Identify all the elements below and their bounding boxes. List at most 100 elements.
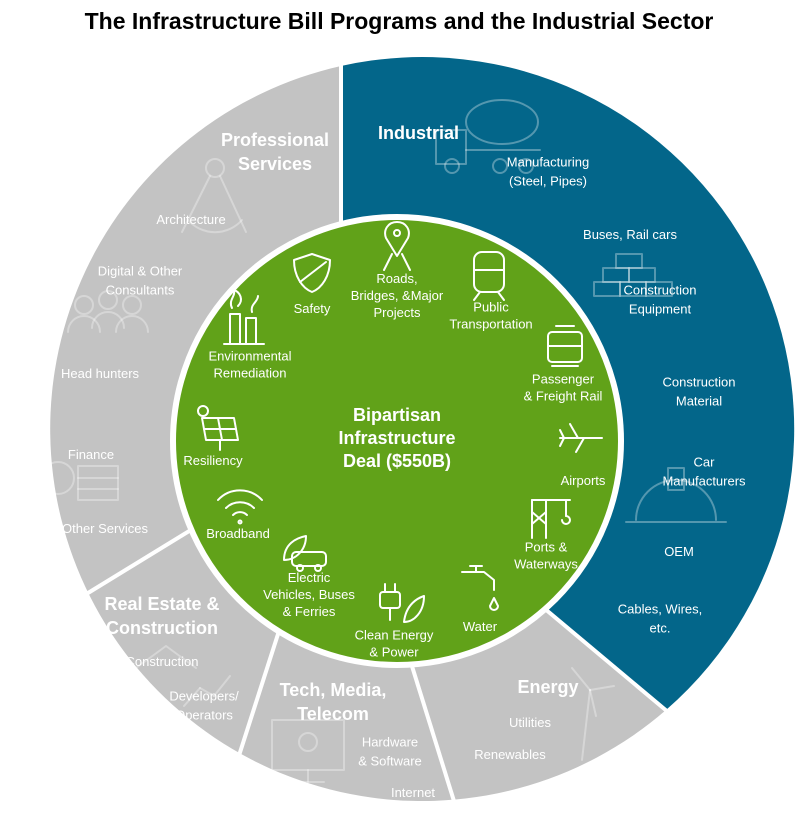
- shield-icon: [293, 253, 331, 293]
- crane-icon: [531, 499, 571, 539]
- people-icon: [67, 290, 149, 333]
- sector-item-industrial-1-line: (Steel, Pipes): [509, 174, 587, 189]
- sector-item-professional-4: Finance: [68, 447, 114, 462]
- sector-item-professional-2-line: Consultants: [106, 283, 175, 298]
- sector-item-real_estate-2: Developers/Operators: [169, 689, 239, 723]
- program-label-electric-car-line: Electric: [288, 570, 331, 585]
- sector-item-industrial-7-line: Cables, Wires,: [618, 602, 703, 617]
- wifi-icon: [217, 489, 263, 525]
- program-label-plug-leaf: Clean Energy & Power: [355, 628, 434, 660]
- sector-item-energy-1-line: Utilities: [509, 715, 551, 730]
- train-icon: [473, 251, 505, 301]
- sector-item-real_estate-2-line: Developers/: [169, 689, 239, 704]
- program-label-factory-line: Environmental: [208, 349, 291, 364]
- sector-item-industrial-1-line: Manufacturing: [507, 155, 589, 170]
- sector-title-real-estate-line: Construction: [106, 618, 218, 638]
- sector-title-tech: Tech, Media,Telecom: [280, 680, 387, 724]
- sector-title-energy: Energy: [517, 677, 578, 697]
- sector-item-industrial-3-line: Equipment: [629, 302, 692, 317]
- sector-item-professional-4-line: Finance: [68, 447, 114, 462]
- sector-item-industrial-6-line: OEM: [664, 544, 694, 559]
- factory-icon: [223, 289, 265, 345]
- program-label-plug-leaf-line: & Power: [369, 645, 419, 660]
- compass-icon: [181, 158, 247, 234]
- sector-item-industrial-5-line: Manufacturers: [662, 474, 746, 489]
- solar-panel-icon: [197, 405, 239, 451]
- sector-item-real_estate-1-line: Construction: [126, 654, 199, 669]
- sector-item-industrial-7-line: etc.: [650, 621, 671, 636]
- program-label-road-pin-line: Bridges, &Major: [351, 288, 444, 303]
- sector-item-tech-1: Hardware & Software: [358, 735, 422, 769]
- program-label-electric-car-line: Vehicles, Buses: [263, 587, 355, 602]
- page-title: The Infrastructure Bill Programs and the…: [84, 8, 714, 34]
- program-label-train-line: Transportation: [449, 317, 532, 332]
- sector-item-industrial-2-line: Buses, Rail cars: [583, 227, 677, 242]
- outer-ring-background-icons: [41, 99, 727, 783]
- center-deal-title-line: Deal ($550B): [343, 451, 451, 471]
- airplane-icon: [559, 423, 603, 453]
- sector-item-industrial-6: OEM: [664, 544, 694, 559]
- program-label-crane-line: Ports &: [525, 540, 568, 555]
- sector-item-professional-1: Architecture: [156, 212, 225, 227]
- program-label-airplane: Airports: [561, 473, 606, 488]
- program-label-wifi: Broadband: [206, 526, 270, 541]
- program-label-railcar-line: & Freight Rail: [524, 389, 603, 404]
- railcar-icon: [547, 325, 583, 367]
- program-label-road-pin-line: Roads,: [376, 271, 417, 286]
- sector-item-tech-2: Internet: [391, 785, 435, 800]
- sector-title-industrial: Industrial: [378, 123, 459, 143]
- sector-title-professional-line: Services: [238, 154, 312, 174]
- faucet-icon: [461, 565, 499, 611]
- sector-item-industrial-2: Buses, Rail cars: [583, 227, 677, 242]
- sector-item-tech-1-line: Hardware: [362, 735, 418, 750]
- sector-item-energy-2-line: Renewables: [474, 747, 546, 762]
- program-label-airplane-line: Airports: [561, 473, 606, 488]
- sector-title-professional-line: Professional: [221, 130, 329, 150]
- program-label-train-line: Public: [473, 300, 509, 315]
- computer-monitor-icon: [271, 719, 345, 783]
- dollar-cash-icon: [41, 461, 119, 501]
- program-label-road-pin-line: Projects: [374, 305, 421, 320]
- program-label-railcar-line: Passenger: [532, 372, 595, 387]
- sector-item-energy-2: Renewables: [474, 747, 546, 762]
- hard-hat-icon: [625, 467, 727, 523]
- program-label-shield: Safety: [294, 301, 331, 316]
- cement-truck-icon: [435, 99, 541, 174]
- sector-title-tech-line: Tech, Media,: [280, 680, 387, 700]
- road-pin-icon: [383, 221, 411, 271]
- program-label-crane-line: Waterways: [514, 557, 578, 572]
- sector-title-real-estate: Real Estate & Construction: [104, 594, 219, 638]
- program-label-crane: Ports & Waterways: [514, 540, 578, 572]
- program-label-wifi-line: Broadband: [206, 526, 270, 541]
- center-deal-title-line: Bipartisan: [353, 405, 441, 425]
- sector-title-industrial-line: Industrial: [378, 123, 459, 143]
- program-label-faucet: Water: [463, 619, 498, 634]
- center-deal-title-line: Infrastructure: [338, 428, 455, 448]
- sector-item-industrial-4-line: Construction: [663, 375, 736, 390]
- plug-leaf-icon: [379, 583, 425, 623]
- house-growth-icon: [135, 645, 231, 707]
- sector-item-tech-1-line: & Software: [358, 754, 422, 769]
- program-label-plug-leaf-line: Clean Energy: [355, 628, 434, 643]
- sector-item-industrial-4-line: Material: [676, 394, 722, 409]
- bricks-icon: [593, 253, 673, 297]
- sector-item-professional-1-line: Architecture: [156, 212, 225, 227]
- sector-item-professional-3-line: Head hunters: [61, 366, 140, 381]
- sector-title-real-estate-line: Real Estate &: [104, 594, 219, 614]
- sector-item-industrial-7: Cables, Wires, etc.: [618, 602, 703, 636]
- program-label-faucet-line: Water: [463, 619, 498, 634]
- sector-item-professional-5: Other Services: [62, 521, 148, 536]
- sector-item-professional-3: Head hunters: [61, 366, 140, 381]
